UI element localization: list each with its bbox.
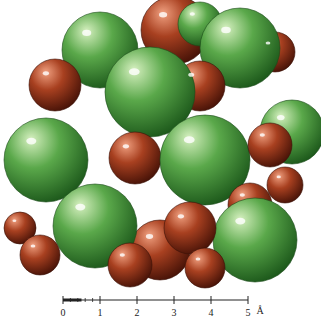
sphere-highlight [123,144,129,148]
scale-tick [211,296,212,304]
sodium-sphere [164,202,216,254]
sphere-highlight [196,257,201,260]
sodium-sphere [20,235,60,275]
sphere-highlight [178,214,184,218]
sphere-highlight [221,27,231,33]
unit-label: Å [256,306,263,316]
scale-number: 1 [98,308,103,318]
scale-number: 3 [172,308,177,318]
chloride-sphere [213,198,297,282]
sphere-highlight [75,204,85,211]
sodium-sphere [108,243,152,287]
scale-tick [137,296,138,304]
scale-number: 2 [135,308,140,318]
scale-tick [174,296,175,304]
sphere-highlight [266,41,271,44]
scale-minor-tick [77,298,78,302]
sphere-highlight [43,71,49,75]
scale-number: 5 [246,308,251,318]
sphere-highlight [277,175,281,178]
sphere-highlight [146,234,153,239]
sphere-highlight [82,30,91,36]
scale-minor-tick [92,298,93,302]
scale-tick [100,296,101,304]
scale-tick [63,296,64,304]
sphere-highlight [12,220,16,223]
scale-bar [63,300,248,301]
scale-minor-tick [85,298,86,302]
sphere-highlight [188,73,194,77]
sphere-highlight [184,136,195,143]
sodium-sphere [267,167,303,203]
scale-minor-tick [70,298,71,302]
sphere-highlight [190,12,195,16]
chloride-sphere [53,184,137,268]
scale-number: 0 [61,308,66,318]
sodium-sphere [29,59,81,111]
sodium-sphere [109,132,161,184]
sodium-sphere [185,248,225,288]
sphere-highlight [129,68,140,75]
sphere-highlight [26,138,36,145]
sphere-highlight [159,12,167,17]
sphere-highlight [120,253,125,257]
scale-number: 4 [209,308,214,318]
sodium-sphere [248,123,292,167]
sphere-highlight [240,193,245,197]
scale-tick [248,296,249,304]
sphere-highlight [260,133,265,137]
scale-bar-segment [63,299,82,302]
sphere-highlight [31,244,36,247]
sphere-highlight [277,115,285,120]
sphere-highlight [235,218,245,225]
